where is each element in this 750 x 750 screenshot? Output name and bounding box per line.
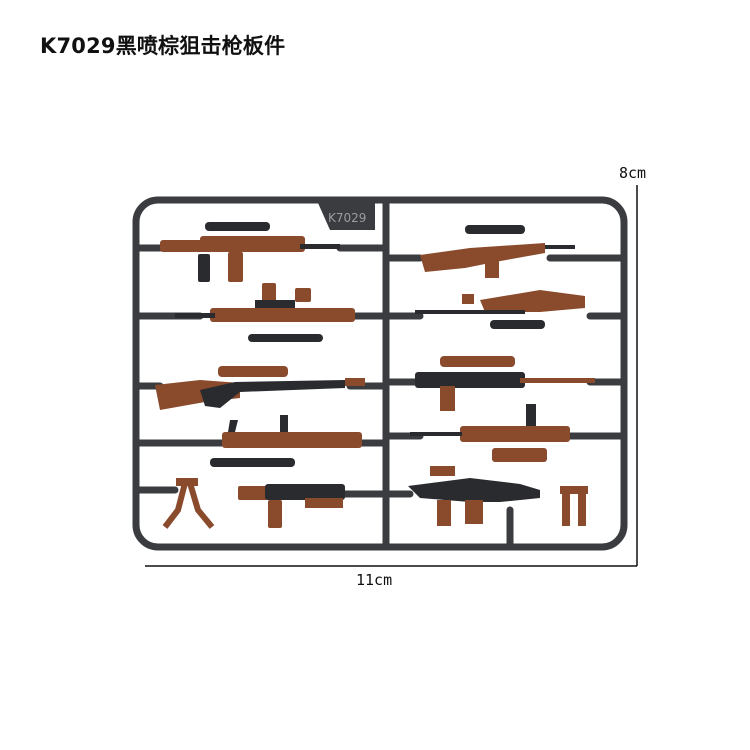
weapon-rifle-1 [160,222,340,282]
sprue-tag-text: K7029 [328,211,366,225]
weapon-rifle-3 [155,366,365,410]
width-dimension-label: 11cm [356,571,393,589]
height-dimension-label: 8cm [619,164,647,182]
product-title: K7029黑喷棕狙击枪板件 [40,34,286,58]
weapon-rifle-5 [420,225,575,278]
weapon-smg-1 [238,484,345,528]
weapon-smg-2 [408,466,540,526]
sprue-outer-frame [132,196,628,551]
weapon-rifle-7 [415,356,595,411]
sprue-frame [132,196,628,551]
bipod-2 [560,486,588,526]
dimension-lines [145,185,638,567]
weapon-rifle-4 [210,415,362,467]
weapon-rifle-8 [410,404,570,462]
weapon-rifle-6 [415,290,585,329]
sprue-tag: K7029 [318,203,375,230]
bipod-1 [162,478,215,529]
weapon-rifle-2 [175,283,355,342]
